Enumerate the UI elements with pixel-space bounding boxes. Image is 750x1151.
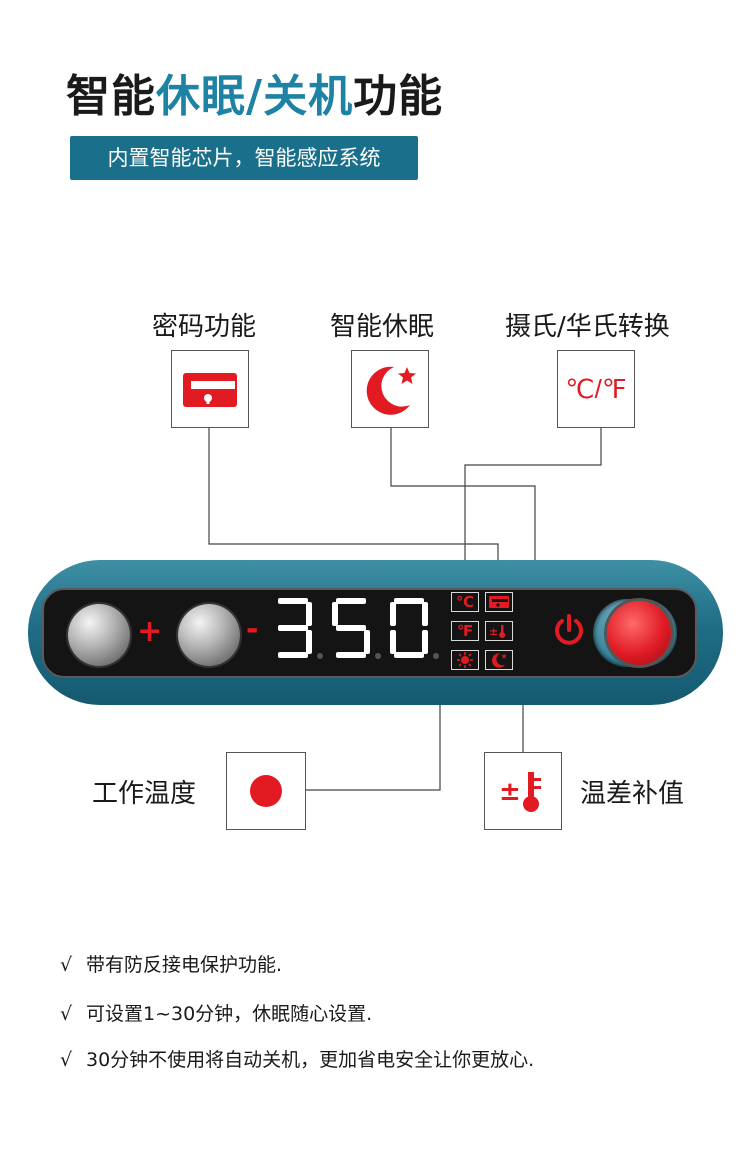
minus-knob[interactable] [68,604,130,666]
work-temp-label: 工作温度 [92,779,197,809]
heating-indicator [451,650,479,670]
sleep-indicator-icon [492,653,507,668]
check-icon: √ [60,1003,73,1025]
minus-sign: - [246,612,259,647]
unit-switch-icon: ℃/℉ [565,373,627,404]
feature-item: √ 带有防反接电保护功能. [60,950,282,977]
check-icon: √ [60,1049,73,1071]
work-temp-connector [306,672,441,791]
temp-offset-box: ± [484,752,562,830]
plus-knob[interactable] [178,604,240,666]
title-part-2: 功能 [353,71,444,122]
sleep-label: 智能休眠 [330,312,435,342]
plus-sign: + [137,614,163,649]
password-box [171,350,249,428]
sleep-indicator [485,650,513,670]
celsius-indicator: ℃ [451,592,479,612]
feature-text: 可设置1~30分钟，休眠随心设置. [86,1003,373,1025]
sleep-box [351,350,429,428]
lock-indicator-icon [489,596,509,608]
temperature-display [278,598,439,659]
moon-star-icon [366,366,416,415]
offset-indicator-icon: ± [489,625,506,638]
check-icon: √ [60,954,73,976]
temp-offset-label: 温差补值 [580,779,685,809]
unit-switch-box: ℃/℉ [557,350,635,428]
feature-text: 带有防反接电保护功能. [86,954,283,976]
unit-connector [464,428,602,592]
red-dot-icon [250,775,282,807]
lock-indicator [485,592,513,612]
title-highlight: 休眠/关机 [156,71,354,122]
temp-offset-icon: ± [499,772,541,812]
unit-switch-label: 摄氏/华氏转换 [505,312,670,342]
temp-offset-icon-text: ± [499,777,521,807]
power-icon[interactable] [553,614,585,648]
svg-text:±: ± [489,625,498,638]
work-temp-box [226,752,306,830]
sun-icon [457,652,473,668]
password-lock-icon [183,373,237,407]
password-label: 密码功能 [152,312,257,342]
offset-indicator: ± [485,621,513,641]
power-switch[interactable] [607,601,671,665]
subtitle-badge: 内置智能芯片，智能感应系统 [70,136,418,180]
feature-item: √ 可设置1~30分钟，休眠随心设置. [60,999,372,1026]
fahrenheit-indicator: ℉ [451,621,479,641]
title-part-1: 智能 [66,71,156,122]
page-title: 智能休眠/关机功能 [66,60,443,124]
feature-text: 30分钟不使用将自动关机，更加省电安全让你更放心. [86,1049,535,1071]
feature-item: √ 30分钟不使用将自动关机，更加省电安全让你更放心. [60,1045,534,1072]
